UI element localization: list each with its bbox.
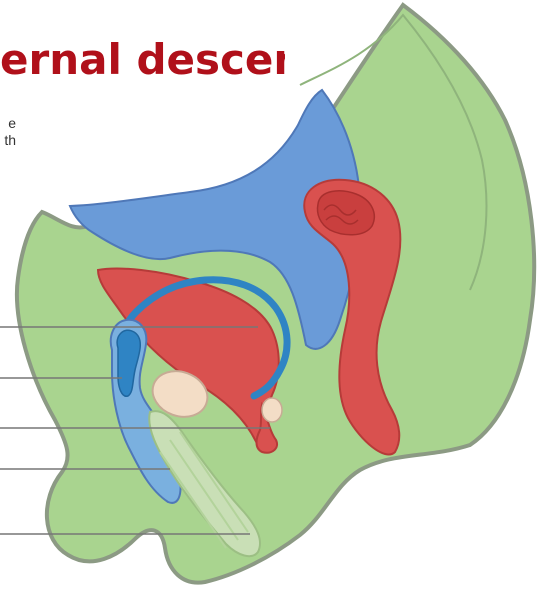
caption-fragment-1: e <box>0 114 16 132</box>
diagram-title: ernal descent <box>0 32 285 88</box>
caption-fragment-2: th <box>0 131 16 149</box>
prostate-bud <box>262 398 282 422</box>
body-wall-section <box>17 5 534 583</box>
